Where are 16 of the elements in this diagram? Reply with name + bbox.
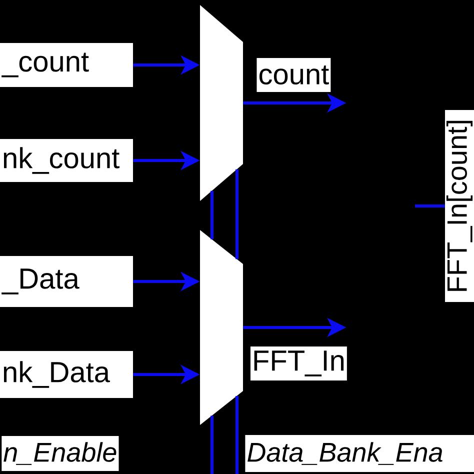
signal-box: _count [0, 43, 133, 87]
signal-box: nk_count [0, 139, 133, 182]
edge-label: count [256, 58, 331, 92]
signal-box: _Data [0, 256, 133, 307]
multiplexer-trapezoid [200, 230, 243, 425]
signal-line [236, 169, 238, 260]
signal-line [210, 190, 214, 240]
multiplexer-trapezoid [200, 5, 243, 201]
signal-box: FFT_In[count] [445, 110, 474, 302]
edge-label: Data_Bank_Ena [245, 435, 474, 472]
edge-label: n_Enable [2, 436, 119, 471]
signal-line [415, 204, 445, 208]
signal-line [236, 396, 238, 474]
signal-box: nk_Data [0, 351, 133, 398]
signal-line [210, 416, 214, 474]
edge-label: FFT_In [250, 346, 347, 380]
